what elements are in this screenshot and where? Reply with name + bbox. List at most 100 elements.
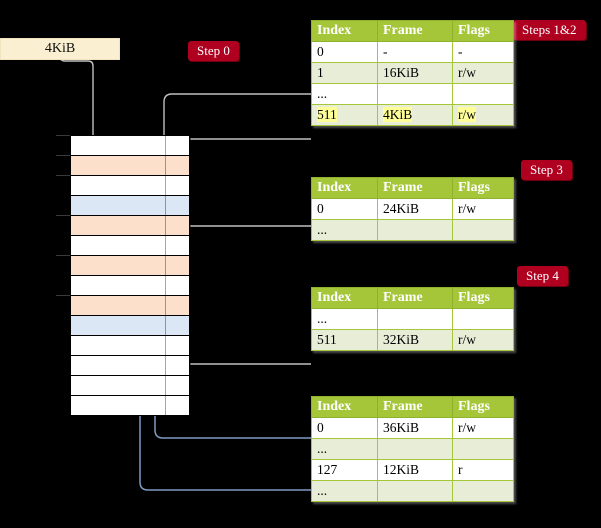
cell-index: 1 xyxy=(311,62,378,84)
cell-flags: r xyxy=(452,459,514,481)
cell-index: 127 xyxy=(311,459,378,481)
cell-frame xyxy=(377,438,453,460)
column-header-index: Index xyxy=(311,20,378,42)
table-row[interactable]: ... xyxy=(311,83,514,105)
cell-flags: - xyxy=(452,41,514,63)
cell-frame xyxy=(377,219,453,241)
memory-frame-row xyxy=(71,156,189,176)
memory-row-tick xyxy=(56,175,70,176)
cell-index: ... xyxy=(311,308,378,330)
cell-flags: r/w xyxy=(452,104,514,126)
badge-step-0: Step 0 xyxy=(188,41,239,61)
column-header-flags: Flags xyxy=(452,20,514,42)
memory-frame-row xyxy=(71,196,189,216)
cell-frame: 12KiB xyxy=(377,459,453,481)
memory-frame-row xyxy=(71,276,189,296)
cell-index: 0 xyxy=(311,417,378,439)
cell-frame: 36KiB xyxy=(377,417,453,439)
badge-step-4: Step 4 xyxy=(517,266,568,286)
highlighted-value: r/w xyxy=(458,107,476,122)
column-header-frame: Frame xyxy=(377,20,453,42)
cell-index: ... xyxy=(311,83,378,105)
cell-flags xyxy=(452,438,514,460)
badge-steps-1-2: Steps 1&2 xyxy=(513,20,586,40)
cell-frame xyxy=(377,83,453,105)
column-header-flags: Flags xyxy=(452,396,514,418)
table-row[interactable]: 0-- xyxy=(311,41,514,63)
cell-frame xyxy=(377,308,453,330)
table-row[interactable]: ... xyxy=(311,480,514,502)
memory-frame-row xyxy=(71,216,189,236)
column-header-frame: Frame xyxy=(377,396,453,418)
badge-step-3: Step 3 xyxy=(521,160,572,180)
cell-frame: 4KiB xyxy=(377,104,453,126)
cell-flags: r/w xyxy=(452,198,514,220)
memory-frame-row xyxy=(71,236,189,256)
cell-index: 0 xyxy=(311,41,378,63)
cell-frame: - xyxy=(377,41,453,63)
physical-memory-column xyxy=(70,135,190,416)
column-header-flags: Flags xyxy=(452,287,514,309)
highlighted-value: 4KiB xyxy=(383,107,413,122)
memory-row-tick xyxy=(56,135,70,136)
memory-row-tick xyxy=(56,295,70,296)
memory-row-tick xyxy=(56,155,70,156)
memory-frame-row xyxy=(71,396,189,416)
memory-frame-row xyxy=(71,256,189,276)
cell-flags: r/w xyxy=(452,329,514,351)
memory-frame-row xyxy=(71,376,189,396)
cell-index: ... xyxy=(311,219,378,241)
memory-frame-row xyxy=(71,296,189,316)
cell-frame xyxy=(377,480,453,502)
table-row[interactable]: 511 4KiB r/w xyxy=(311,104,514,126)
cell-flags: r/w xyxy=(452,62,514,84)
cell-index: ... xyxy=(311,438,378,460)
cell-frame: 24KiB xyxy=(377,198,453,220)
memory-frame-row xyxy=(71,316,189,336)
memory-row-tick xyxy=(56,255,70,256)
cell-flags xyxy=(452,219,514,241)
column-header-frame: Frame xyxy=(377,287,453,309)
cell-flags xyxy=(452,308,514,330)
column-header-flags: Flags xyxy=(452,177,514,199)
table-row[interactable]: ... xyxy=(311,219,514,241)
source-frame-box: 4KiB xyxy=(0,38,120,60)
cell-index: 511 xyxy=(311,104,378,126)
memory-column-divider xyxy=(190,135,191,415)
highlighted-value: 511 xyxy=(317,107,337,122)
cell-frame: 16KiB xyxy=(377,62,453,84)
column-header-index: Index xyxy=(311,177,378,199)
cell-flags xyxy=(452,83,514,105)
cell-index: ... xyxy=(311,480,378,502)
column-header-index: Index xyxy=(311,287,378,309)
table-row[interactable]: ... xyxy=(311,308,514,330)
memory-frame-row xyxy=(71,356,189,376)
memory-frame-row xyxy=(71,136,189,156)
cell-index: 0 xyxy=(311,198,378,220)
memory-frame-row xyxy=(71,336,189,356)
memory-column-divider xyxy=(165,135,166,415)
column-header-frame: Frame xyxy=(377,177,453,199)
memory-frame-row xyxy=(71,176,189,196)
source-frame-label: 4KiB xyxy=(44,41,76,56)
table-row[interactable]: ... xyxy=(311,438,514,460)
cell-index: 511 xyxy=(311,329,378,351)
column-header-index: Index xyxy=(311,396,378,418)
cell-flags: r/w xyxy=(452,417,514,439)
memory-row-tick xyxy=(56,215,70,216)
cell-flags xyxy=(452,480,514,502)
cell-frame: 32KiB xyxy=(377,329,453,351)
